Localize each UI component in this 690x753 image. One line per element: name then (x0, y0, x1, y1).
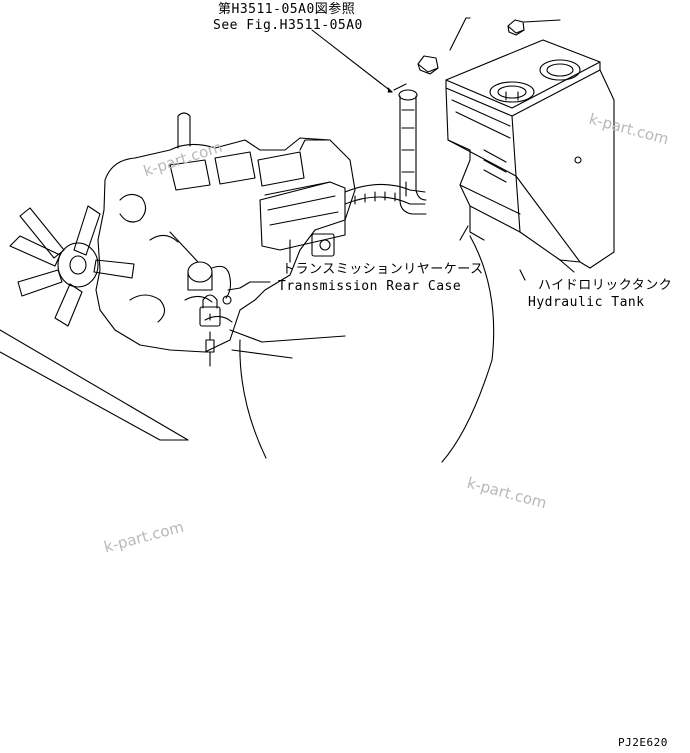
drawing-code: PJ2E620 (618, 736, 668, 749)
leader-lines (227, 17, 561, 463)
filler-cap-top (507, 19, 525, 36)
padlock (199, 294, 221, 367)
see-fig-callout-jp: 第H3511-05A0図参照 (218, 2, 356, 17)
transmission-callout-en: Transmission Rear Case (278, 279, 462, 294)
filler-cap-small (417, 55, 439, 75)
hydraulic-tank-callout-en: Hydraulic Tank (528, 295, 645, 310)
cooling-fan (9, 205, 135, 327)
filler-pipe (393, 83, 427, 215)
engine-assembly (0, 112, 426, 459)
see-fig-callout-en: See Fig.H3511-05A0 (213, 18, 363, 33)
hydraulic-tank (445, 39, 615, 273)
transmission-callout-jp: トランスミッションリヤーケース (282, 262, 484, 277)
hydraulic-tank-callout-jp: ハイドロリックタンク (538, 278, 673, 293)
